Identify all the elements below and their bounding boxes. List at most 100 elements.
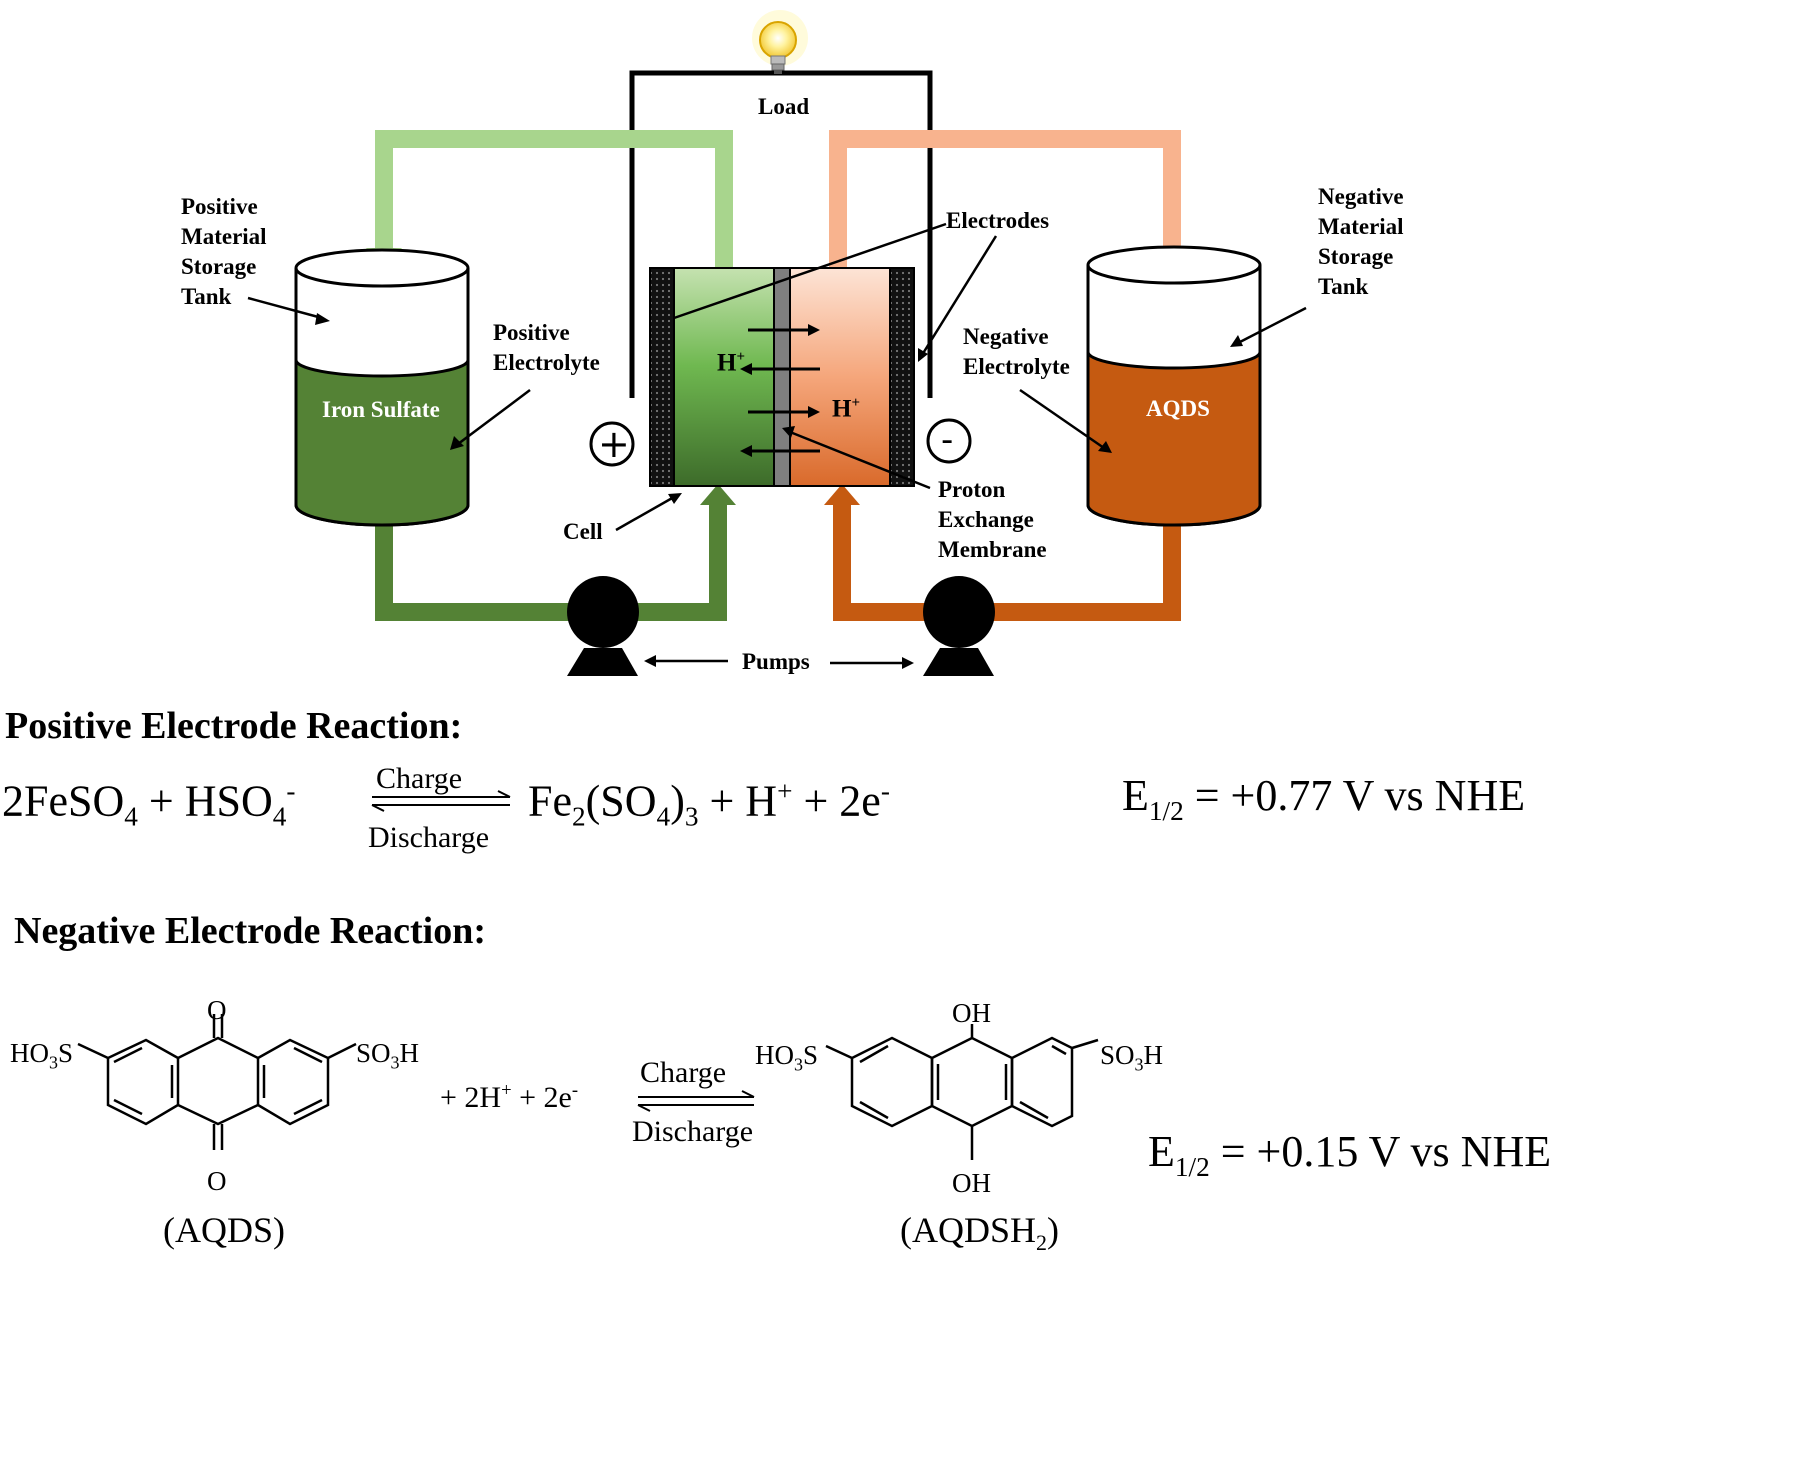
subscript: 1/2: [1174, 1151, 1210, 1182]
potential-value: = +0.77 V vs NHE: [1183, 771, 1526, 820]
subscript: 4: [656, 801, 671, 832]
positive-tank-content: Iron Sulfate: [322, 397, 440, 422]
cell: [649, 267, 915, 487]
aqds-name: (AQDS): [163, 1210, 285, 1250]
negative-tank-label-line: Storage: [1318, 244, 1394, 269]
diagram-graphics: [77, 10, 1307, 1160]
negative-tank-label-line: Negative: [1318, 184, 1404, 209]
subscript: 4: [124, 801, 138, 832]
aqdsh2-name: (AQDSH2): [900, 1212, 1059, 1254]
aqds-bottom-o: O: [207, 1166, 227, 1196]
aqds-structure: [77, 1014, 357, 1150]
negative-tank-label: Negative Material Storage Tank: [1318, 182, 1404, 302]
superscript: -: [286, 776, 296, 806]
potential-symbol: E: [1148, 1127, 1175, 1176]
cell-label: Cell: [563, 519, 603, 544]
membrane-label-line: Proton: [938, 477, 1006, 502]
subscript: 3: [390, 1052, 400, 1073]
negative-tank-content: AQDS: [1146, 396, 1210, 421]
lightbulb-icon: [752, 10, 808, 74]
group-text: HO: [755, 1040, 794, 1070]
superscript: -: [571, 1080, 579, 1101]
subscript: 3: [49, 1052, 58, 1073]
negative-tank-label-line: Material: [1318, 214, 1404, 239]
aqds-top-o: O: [207, 995, 227, 1025]
proton-charge: +: [736, 349, 746, 365]
potential-symbol: E: [1122, 771, 1149, 820]
membrane-label: Proton Exchange Membrane: [938, 475, 1047, 565]
positive-discharge-label: Discharge: [368, 821, 490, 854]
reactant-text: + 2H: [440, 1081, 502, 1114]
group-text: S: [803, 1040, 819, 1070]
reactant-text: + 2e: [511, 1081, 572, 1114]
flow-battery-figure: Load Electrodes Positive Material Storag…: [2, 10, 1551, 1254]
aqdsh2-top-oh: OH: [952, 998, 991, 1028]
proton-label: H+: [717, 349, 746, 377]
proton-charge: +: [851, 395, 861, 411]
aqdsh2-structure: [825, 1024, 1099, 1160]
reactant-text: 2FeSO: [2, 776, 125, 826]
aqdsh2-right-group: SO3H: [1100, 1040, 1163, 1075]
membrane-label-line: Exchange: [938, 507, 1034, 532]
product-text: Fe: [528, 776, 572, 826]
negative-charge-label: Charge: [640, 1056, 727, 1089]
product-text: + 2e: [792, 776, 881, 826]
positive-electrolyte-label-line: Positive: [493, 320, 570, 345]
negative-potential: E1/2 = +0.15 V vs NHE: [1148, 1130, 1551, 1181]
positive-potential: E1/2 = +0.77 V vs NHE: [1122, 774, 1525, 825]
subscript: 3: [794, 1054, 803, 1075]
positive-tank-label-line: Tank: [181, 284, 232, 309]
name-text: ): [1047, 1210, 1060, 1250]
proton-arrows: [740, 324, 820, 457]
superscript: -: [880, 776, 890, 806]
positive-reaction-reactants: 2FeSO4 + HSO4-: [2, 776, 296, 832]
reactant-text: + HSO: [137, 776, 273, 826]
pump-left-icon: [567, 576, 639, 676]
proton-symbol: H: [832, 395, 852, 423]
positive-tank-label-line: Positive: [181, 194, 258, 219]
membrane-label-line: Membrane: [938, 537, 1047, 562]
pump-right-icon: [923, 576, 995, 676]
potential-value: = +0.15 V vs NHE: [1209, 1127, 1552, 1176]
product-text: + H: [698, 776, 778, 826]
aqdsh2-bottom-oh: OH: [952, 1168, 991, 1198]
positive-tank-label-line: Storage: [181, 254, 257, 279]
positive-terminal-icon: [589, 421, 635, 467]
group-text: H: [399, 1038, 420, 1068]
group-text: S: [58, 1038, 74, 1068]
positive-tank: [294, 248, 470, 527]
proton-label: H+: [832, 395, 861, 423]
positive-charge-label: Charge: [376, 762, 463, 795]
negative-tank-label-line: Tank: [1318, 274, 1369, 299]
negative-terminal-icon: [926, 418, 972, 464]
positive-electrolyte-label-line: Electrolyte: [493, 350, 600, 375]
subscript: 3: [1134, 1054, 1144, 1075]
group-text: HO: [10, 1038, 49, 1068]
subscript: 2: [1036, 1230, 1048, 1256]
product-text: (SO: [585, 776, 657, 826]
name-text: (AQDSH: [900, 1210, 1037, 1250]
plus-sign: +: [598, 422, 630, 466]
negative-discharge-label: Discharge: [632, 1115, 754, 1148]
superscript: +: [501, 1080, 512, 1101]
negative-reaction-middle: + 2H+ + 2e-: [440, 1080, 579, 1114]
negative-electrolyte-label-line: Negative: [963, 324, 1049, 349]
negative-reaction-heading: Negative Electrode Reaction:: [14, 910, 487, 952]
negative-tank: [1086, 245, 1262, 527]
subscript: 1/2: [1148, 795, 1184, 826]
equilibrium-arrow-positive: [371, 790, 511, 812]
subscript: 2: [572, 801, 586, 832]
aqds-left-group: HO3S: [10, 1038, 74, 1073]
negative-electrolyte-label: Negative Electrolyte: [963, 322, 1070, 382]
positive-electrolyte-label: Positive Electrolyte: [493, 318, 600, 378]
aqds-right-group: SO3H: [356, 1038, 420, 1073]
subscript: 3: [684, 801, 699, 832]
aqdsh2-left-group: HO3S: [755, 1040, 819, 1075]
group-text: SO: [1100, 1040, 1135, 1070]
load-label: Load: [758, 94, 810, 119]
equilibrium-arrow-negative: [637, 1090, 755, 1112]
subscript: 4: [272, 801, 287, 832]
proton-symbol: H: [717, 349, 737, 377]
product-text: ): [670, 776, 685, 826]
pumps-label: Pumps: [742, 649, 810, 674]
